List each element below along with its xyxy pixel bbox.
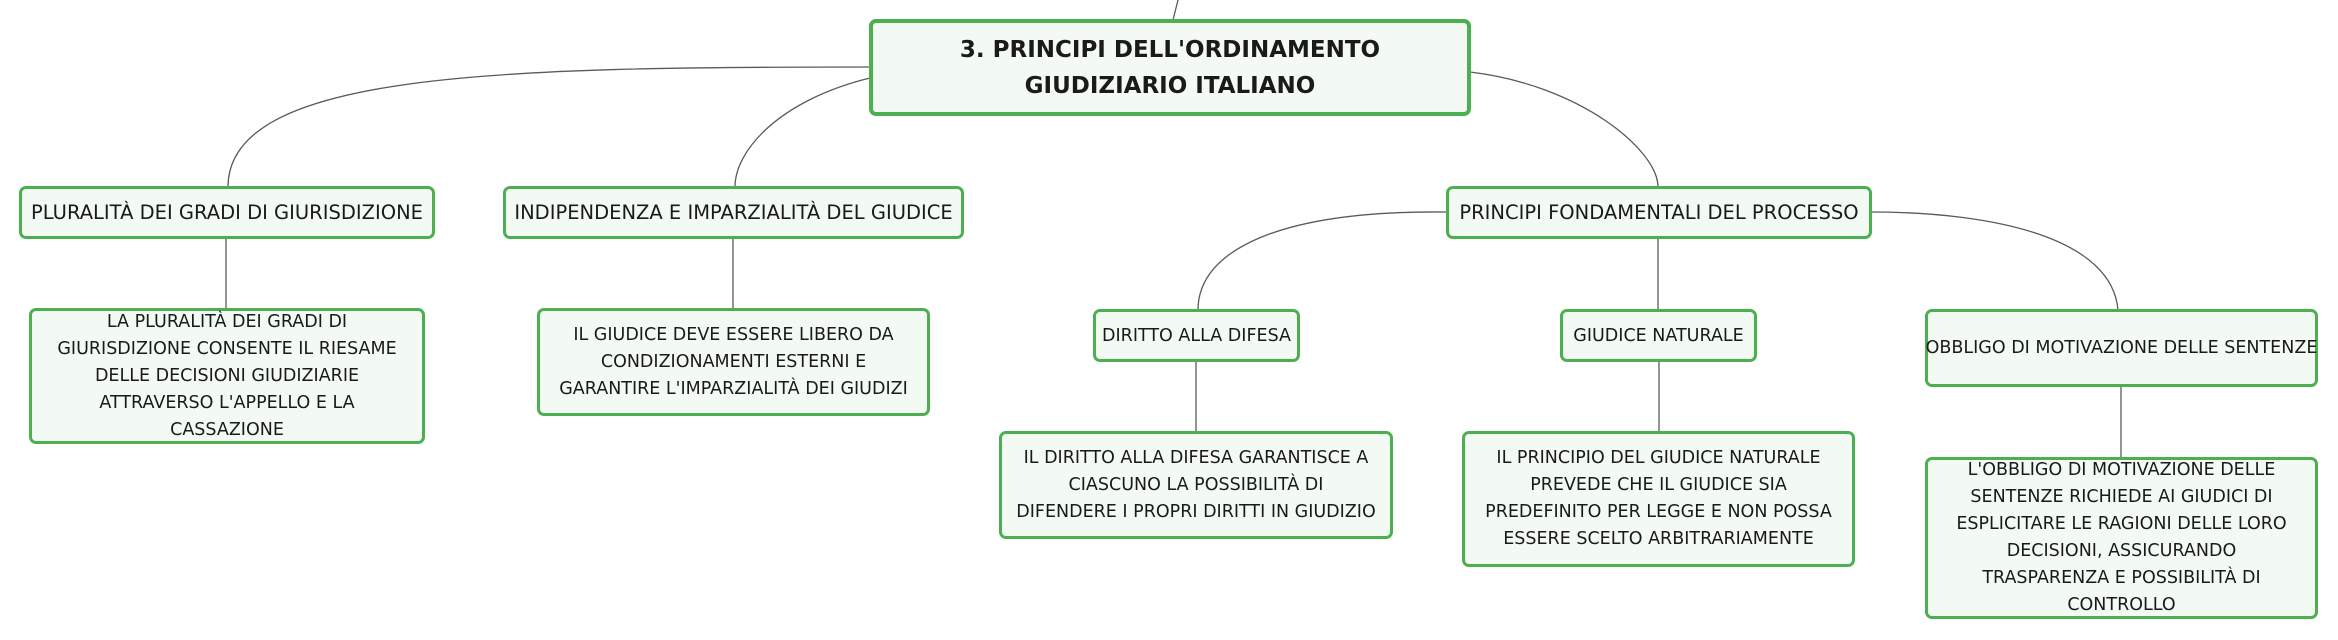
branch-principi-processo-node[interactable]: PRINCIPI FONDAMENTALI DEL PROCESSO: [1446, 186, 1872, 239]
root-topic-title: 3. PRINCIPI DELL'ORDINAMENTO GIUDIZIARIO…: [959, 36, 1381, 99]
subtopic-giudice-naturale-detail-node[interactable]: IL PRINCIPIO DEL GIUDICE NATURALE PREVED…: [1462, 431, 1855, 567]
connector-root-parent: [1172, 0, 1179, 21]
branch-principi-processo-label: PRINCIPI FONDAMENTALI DEL PROCESSO: [1459, 201, 1859, 224]
connector-branch3-child-3: [1869, 211, 2119, 311]
connector-branch3-child-1: [1197, 211, 1448, 311]
branch-indipendenza-detail-text: IL GIUDICE DEVE ESSERE LIBERO DA CONDIZI…: [559, 324, 908, 399]
subtopic-obbligo-motivazione-detail-node[interactable]: L'OBBLIGO DI MOTIVAZIONE DELLE SENTENZE …: [1925, 457, 2318, 619]
subtopic-diritto-difesa-label: DIRITTO ALLA DIFESA: [1102, 325, 1291, 346]
branch-pluralita-label: PLURALITÀ DEI GRADI DI GIURISDIZIONE: [31, 201, 423, 224]
branch-indipendenza-node[interactable]: INDIPENDENZA E IMPARZIALITÀ DEL GIUDICE: [503, 186, 964, 239]
connector-root-branch-1: [227, 66, 871, 188]
subtopic-diritto-difesa-detail-text: IL DIRITTO ALLA DIFESA GARANTISCE A CIAS…: [1016, 447, 1376, 522]
branch-indipendenza-label: INDIPENDENZA E IMPARZIALITÀ DEL GIUDICE: [514, 201, 953, 224]
subtopic-giudice-naturale-label: GIUDICE NATURALE: [1573, 325, 1744, 346]
connector-root-branch-2: [734, 77, 871, 188]
branch-pluralita-node[interactable]: PLURALITÀ DEI GRADI DI GIURISDIZIONE: [19, 186, 435, 239]
connector-root-branch-3: [1469, 71, 1659, 188]
subtopic-giudice-naturale-detail-text: IL PRINCIPIO DEL GIUDICE NATURALE PREVED…: [1485, 448, 1832, 549]
subtopic-obbligo-motivazione-node[interactable]: OBBLIGO DI MOTIVAZIONE DELLE SENTENZE: [1925, 309, 2318, 387]
branch-pluralita-detail-text: LA PLURALITÀ DEI GRADI DI GIURISDIZIONE …: [57, 311, 397, 440]
branch-indipendenza-detail-node[interactable]: IL GIUDICE DEVE ESSERE LIBERO DA CONDIZI…: [537, 308, 930, 416]
subtopic-diritto-difesa-node[interactable]: DIRITTO ALLA DIFESA: [1093, 309, 1300, 362]
subtopic-obbligo-motivazione-label: OBBLIGO DI MOTIVAZIONE DELLE SENTENZE: [1925, 338, 2318, 358]
branch-pluralita-detail-node[interactable]: LA PLURALITÀ DEI GRADI DI GIURISDIZIONE …: [29, 308, 425, 444]
subtopic-diritto-difesa-detail-node[interactable]: IL DIRITTO ALLA DIFESA GARANTISCE A CIAS…: [999, 431, 1393, 539]
subtopic-obbligo-motivazione-detail-text: L'OBBLIGO DI MOTIVAZIONE DELLE SENTENZE …: [1956, 460, 2287, 615]
root-topic-node[interactable]: 3. PRINCIPI DELL'ORDINAMENTO GIUDIZIARIO…: [869, 19, 1471, 116]
subtopic-giudice-naturale-node[interactable]: GIUDICE NATURALE: [1560, 309, 1757, 362]
